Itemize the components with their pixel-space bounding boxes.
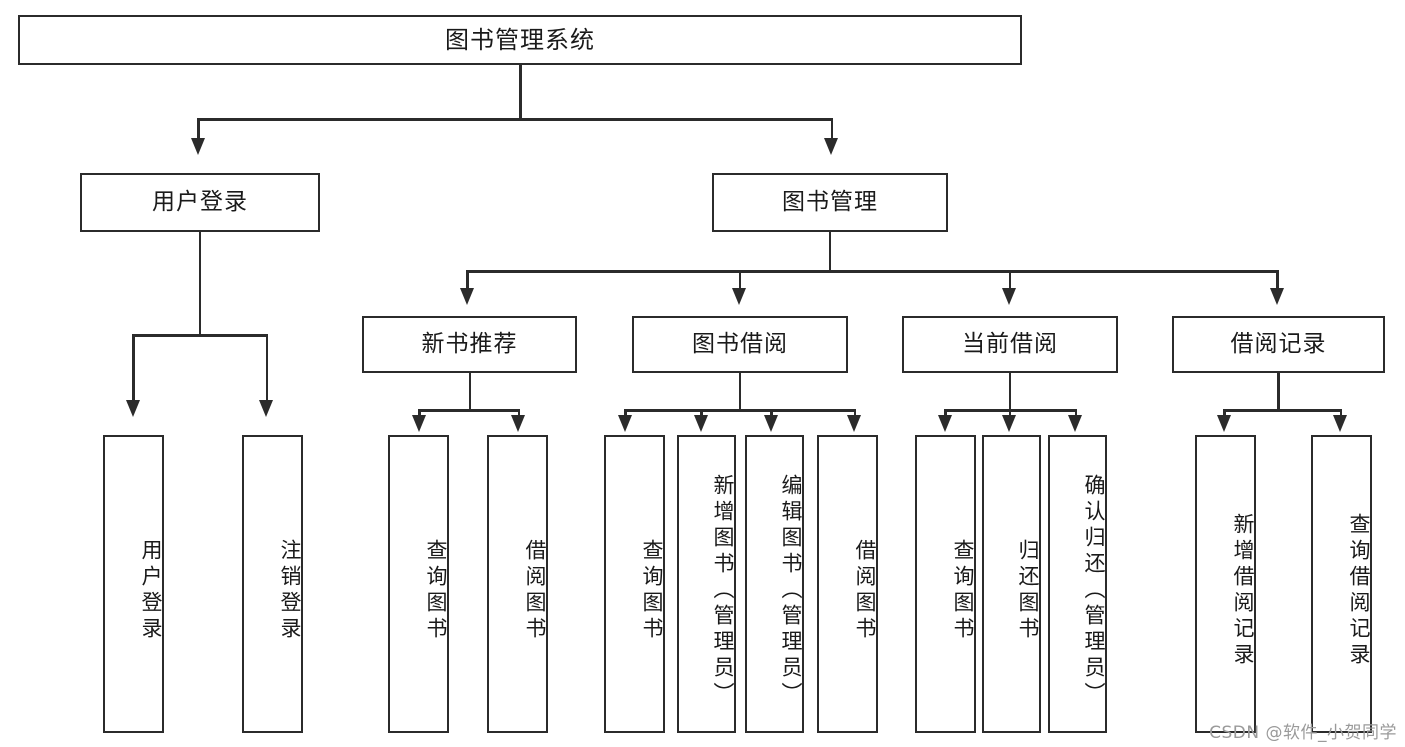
node-book-borrowing[interactable]: 图书借阅 [632, 316, 848, 373]
connector-root-drop-user-login [197, 118, 200, 140]
leaf-borrow-record-1[interactable]: 新增借阅记录 [1195, 435, 1256, 733]
leaf-book-borrow-2[interactable]: 新增图书（管理员） [677, 435, 736, 733]
leaf-label: 注销登录 [278, 539, 302, 643]
leaf-new-book-rec-1[interactable]: 查询图书 [388, 435, 449, 733]
connector-book-borrow-bus [624, 409, 856, 412]
connector-new-book-rec-stem [468, 373, 471, 411]
arrowhead-borrow-record-leaf-2 [1333, 415, 1347, 432]
arrowhead-user-login-leaf-1 [125, 400, 140, 417]
connector-new-book-rec-bus [418, 409, 520, 412]
leaf-current-borrow-1[interactable]: 查询图书 [915, 435, 976, 733]
arrowhead-borrow-record-leaf-1 [1216, 415, 1231, 432]
connector-book-manage-drop-4 [1276, 270, 1279, 290]
arrowhead-to-new-book-rec [459, 288, 474, 305]
node-label: 图书借阅 [692, 330, 788, 357]
connector-book-borrow-drop-3 [770, 409, 773, 417]
arrowhead-to-borrow-record [1269, 288, 1284, 305]
arrowhead-book-borrow-leaf-2 [693, 415, 708, 432]
node-label: 新书推荐 [421, 330, 518, 357]
connector-current-borrow-drop-2 [1008, 409, 1011, 417]
connector-root-drop-book-manage [830, 118, 833, 140]
node-label: 用户登录 [152, 188, 248, 215]
leaf-current-borrow-2[interactable]: 归还图书 [982, 435, 1041, 733]
connector-user-login-stem [198, 232, 201, 336]
connector-new-book-rec-drop-1 [418, 409, 421, 417]
connector-user-login-drop-2 [265, 334, 268, 402]
connector-book-borrow-drop-2 [700, 409, 703, 417]
connector-borrow-record-bus [1223, 409, 1342, 412]
node-book-management[interactable]: 图书管理 [712, 173, 948, 232]
arrowhead-to-user-login [190, 138, 205, 155]
connector-book-manage-bus [466, 270, 1278, 273]
node-label: 图书管理系统 [445, 25, 595, 54]
connector-borrow-record-drop-1 [1223, 409, 1226, 417]
arrowhead-user-login-leaf-2 [259, 400, 273, 417]
connector-root-bus [197, 118, 833, 121]
leaf-label: 新增图书（管理员） [711, 474, 735, 708]
leaf-current-borrow-3[interactable]: 确认归还（管理员） [1048, 435, 1107, 733]
arrowhead-current-borrow-leaf-2 [1002, 415, 1016, 432]
arrowhead-book-borrow-leaf-4 [847, 415, 861, 432]
leaf-label: 查询图书 [951, 539, 975, 643]
connector-book-borrow-drop-1 [624, 409, 627, 417]
connector-user-login-bus [132, 334, 268, 337]
node-current-borrowing[interactable]: 当前借阅 [902, 316, 1118, 373]
node-user-login[interactable]: 用户登录 [80, 173, 320, 232]
arrowhead-to-book-manage [824, 138, 838, 155]
leaf-label: 新增借阅记录 [1231, 513, 1255, 669]
connector-book-manage-stem [828, 232, 831, 272]
arrowhead-book-borrow-leaf-1 [617, 415, 632, 432]
connector-current-borrow-drop-3 [1074, 409, 1077, 417]
node-root-book-management-system[interactable]: 图书管理系统 [18, 15, 1022, 65]
leaf-borrow-record-2[interactable]: 查询借阅记录 [1311, 435, 1372, 733]
arrowhead-current-borrow-leaf-1 [937, 415, 952, 432]
leaf-label: 归还图书 [1016, 539, 1040, 643]
leaf-label: 查询借阅记录 [1347, 513, 1371, 669]
connector-new-book-rec-drop-2 [517, 409, 520, 417]
leaf-label: 编辑图书（管理员） [779, 474, 803, 708]
node-borrow-record[interactable]: 借阅记录 [1172, 316, 1385, 373]
connector-user-login-drop-1 [132, 334, 135, 402]
arrowhead-new-book-rec-leaf-1 [411, 415, 426, 432]
arrowhead-current-borrow-leaf-3 [1068, 415, 1082, 432]
leaf-label: 查询图书 [424, 539, 448, 643]
node-label: 借阅记录 [1230, 330, 1327, 357]
connector-current-borrow-stem [1008, 373, 1011, 411]
leaf-label: 用户登录 [139, 539, 163, 643]
connector-book-manage-drop-2 [738, 270, 741, 290]
arrowhead-to-current-borrow [1002, 288, 1016, 305]
leaf-book-borrow-1[interactable]: 查询图书 [604, 435, 665, 733]
connector-book-borrow-stem [738, 373, 741, 411]
leaf-label: 借阅图书 [853, 539, 877, 643]
node-new-book-recommendation[interactable]: 新书推荐 [362, 316, 577, 373]
arrowhead-book-borrow-leaf-3 [763, 415, 778, 432]
leaf-new-book-rec-2[interactable]: 借阅图书 [487, 435, 548, 733]
leaf-label: 查询图书 [640, 539, 664, 643]
connector-book-manage-drop-3 [1008, 270, 1011, 290]
arrowhead-new-book-rec-leaf-2 [511, 415, 525, 432]
leaf-book-borrow-3[interactable]: 编辑图书（管理员） [745, 435, 804, 733]
connector-borrow-record-stem [1277, 373, 1280, 411]
arrowhead-to-book-borrow [732, 288, 746, 305]
connector-root-stem [519, 65, 522, 120]
node-label: 图书管理 [782, 188, 878, 215]
leaf-label: 借阅图书 [523, 539, 547, 643]
leaf-book-borrow-4[interactable]: 借阅图书 [817, 435, 878, 733]
leaf-user-login-1[interactable]: 用户登录 [103, 435, 164, 733]
connector-book-borrow-drop-4 [853, 409, 856, 417]
connector-book-manage-drop-1 [466, 270, 469, 290]
leaf-user-login-2[interactable]: 注销登录 [242, 435, 303, 733]
connector-current-borrow-drop-1 [944, 409, 947, 417]
connector-borrow-record-drop-2 [1339, 409, 1342, 417]
leaf-label: 确认归还（管理员） [1082, 474, 1106, 708]
node-label: 当前借阅 [962, 330, 1058, 357]
